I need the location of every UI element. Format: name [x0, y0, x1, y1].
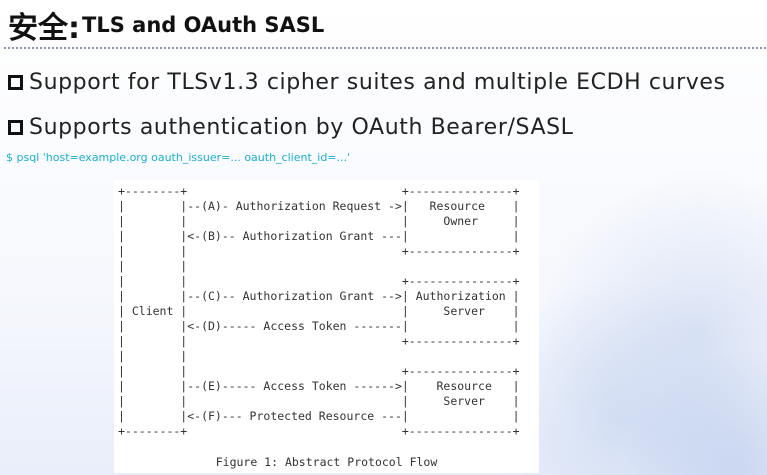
figure-caption: Figure 1: Abstract Protocol Flow — [215, 455, 438, 469]
square-bullet-icon — [8, 119, 23, 135]
slide-title: 安全: TLS and OAuth SASL — [8, 5, 325, 46]
bullet-oauth-text: Supports authentication by OAuth Bearer/… — [29, 114, 574, 140]
title-divider — [4, 47, 766, 49]
bullet-tls: Support for TLSv1.3 cipher suites and mu… — [8, 65, 726, 99]
square-bullet-icon — [8, 74, 23, 90]
psql-command-example: $ psql 'host=example.org oauth_issuer=..… — [6, 151, 351, 164]
slide-title-en: TLS and OAuth SASL — [82, 13, 325, 37]
protocol-flow-diagram: +--------+ +---------------+ | |--(A)- A… — [118, 184, 520, 438]
bullet-tls-text: Support for TLSv1.3 cipher suites and mu… — [29, 69, 726, 95]
slide-title-cjk: 安全: — [8, 11, 80, 46]
bullet-oauth: Supports authentication by OAuth Bearer/… — [8, 110, 574, 144]
protocol-flow-figure: +--------+ +---------------+ | |--(A)- A… — [114, 180, 539, 473]
